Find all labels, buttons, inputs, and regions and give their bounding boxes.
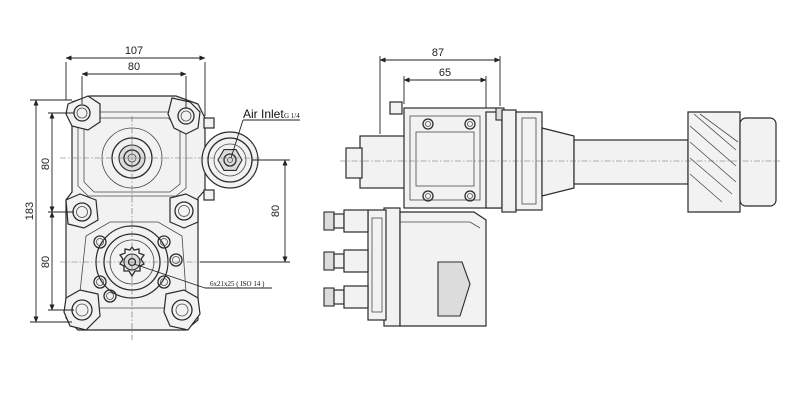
dim-front-height-lower: 80 xyxy=(40,256,52,268)
side-upper-housing xyxy=(403,107,501,209)
dim-front-height-total: 183 xyxy=(24,202,36,220)
dim-side-width-outer: 87 xyxy=(432,47,444,59)
dim-front-air-offset: 80 xyxy=(270,205,282,217)
dim-front-height-upper: 80 xyxy=(40,158,52,170)
air-inlet-callout: Air Inlet G 1/4 xyxy=(230,107,300,159)
front-mid-right-boss xyxy=(169,193,199,229)
side-left-cap xyxy=(359,135,407,189)
air-inlet-fitting xyxy=(201,117,259,201)
front-bottom-right-boss xyxy=(163,289,201,331)
front-dimensions: 107 80 183 80 80 80 xyxy=(24,45,290,323)
dim-side-width-inner: 65 xyxy=(439,67,451,79)
spline-callout: 6x21x25 ( ISO 14 ) xyxy=(133,263,272,289)
side-fittings xyxy=(323,209,369,309)
side-lower-housing xyxy=(367,207,487,327)
dim-front-width-inner: 80 xyxy=(128,61,140,73)
front-view: 107 80 183 80 80 80 xyxy=(24,45,300,340)
front-top-right-boss xyxy=(167,97,201,135)
side-output-shaft xyxy=(340,109,780,213)
front-mid-left-boss xyxy=(65,193,99,229)
side-dimensions: 87 65 xyxy=(379,47,501,134)
dim-front-width-outer: 107 xyxy=(125,45,143,57)
spline-spec: 6x21x25 ( ISO 14 ) xyxy=(210,280,265,288)
air-inlet-thread: G 1/4 xyxy=(284,112,300,120)
side-view: 87 65 xyxy=(323,47,780,327)
spline-teeth xyxy=(118,245,146,278)
air-inlet-label: Air Inlet xyxy=(243,107,284,121)
